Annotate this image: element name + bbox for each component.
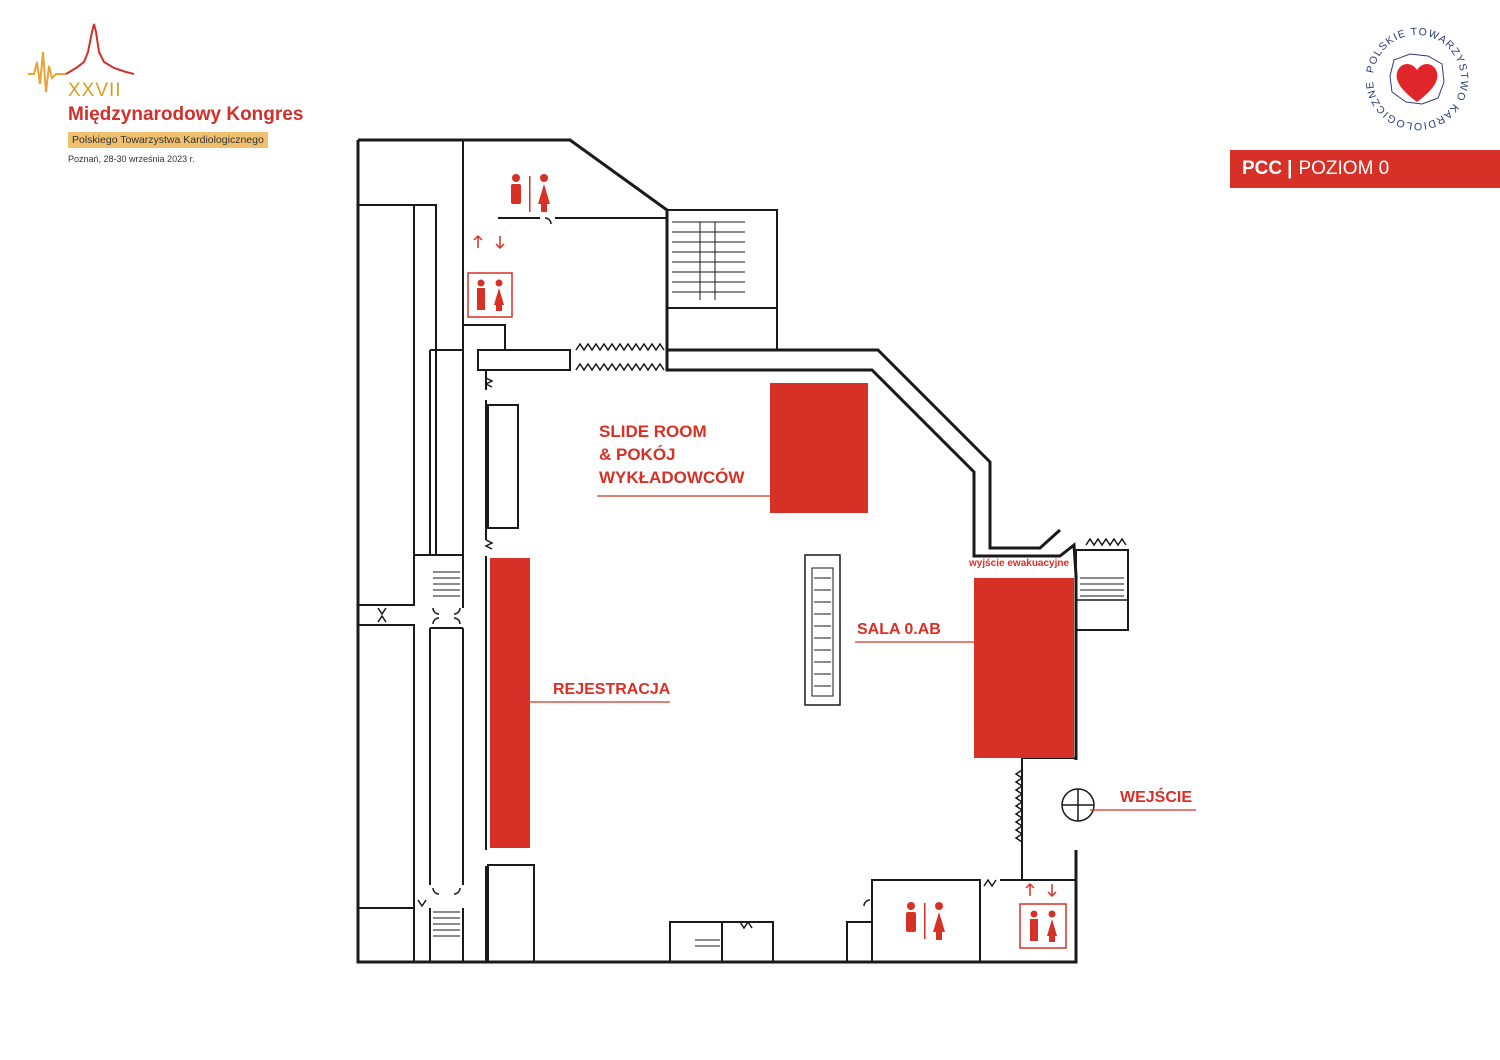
banner-separator: |	[1287, 158, 1293, 179]
slide-room-area	[770, 383, 868, 513]
venue-name: PCC	[1242, 158, 1283, 179]
organizer-band: Polskiego Towarzystwa Kardiologicznego	[68, 132, 268, 148]
stairs-icon	[433, 221, 1124, 947]
leader-lines	[530, 495, 1196, 811]
poland-outline-icon	[1389, 53, 1445, 105]
congress-number: XXVII	[68, 80, 122, 101]
elevator-icon	[1019, 882, 1067, 949]
registration-label: REJESTRACJA	[553, 681, 671, 698]
restroom-icon	[511, 174, 550, 212]
sala-label: SALA 0.AB	[857, 621, 941, 638]
congress-title: Międzynarodowy Kongres	[68, 104, 304, 125]
congress-logo: XXVII Międzynarodowy Kongres Polskiego T…	[26, 22, 326, 172]
sala-0ab-area	[974, 578, 1074, 758]
date-place: Poznań, 28-30 września 2023 r.	[68, 154, 195, 164]
emergency-exit-label: wyjście ewakuacyjne	[969, 558, 1070, 569]
slide-room-label: SLIDE ROOM & POKÓJ WYKŁADOWCÓW	[599, 422, 745, 487]
heart-icon	[1396, 64, 1438, 102]
ecg-tower-logo-icon	[28, 23, 135, 93]
entrance-label: WEJŚCIE	[1120, 789, 1193, 806]
revolving-door-icon	[1061, 788, 1095, 822]
registration-area	[490, 558, 530, 848]
ptk-seal: POLSKIE TOWARZYSTWO KARDIOLOGICZNE	[1364, 26, 1469, 132]
walls	[356, 138, 1129, 964]
level-banner: PCC | POZIOM 0	[1230, 150, 1500, 188]
elevator-icon	[467, 234, 513, 318]
restroom-icon	[906, 902, 945, 940]
level-name: POZIOM 0	[1298, 158, 1390, 179]
